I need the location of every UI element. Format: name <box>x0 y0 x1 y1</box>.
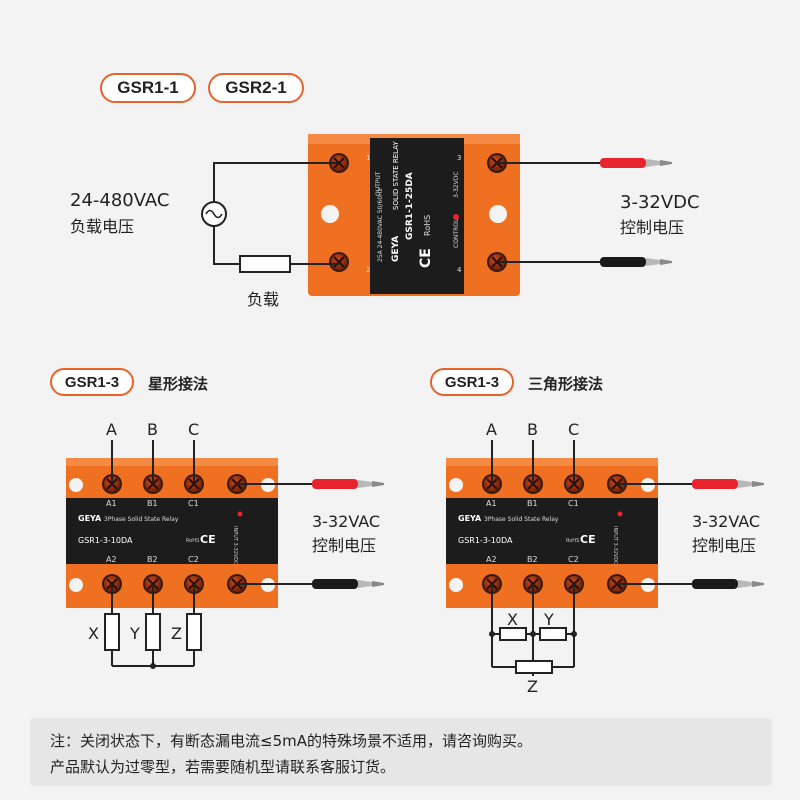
star-load-resistors <box>104 613 202 651</box>
relay-top-rotated-text: 25A 24-480VAC 50/60Hz <box>377 188 384 262</box>
star-load-z: Z <box>171 624 182 643</box>
star-relay <box>66 458 278 608</box>
delta-terminal-b2: B2 <box>527 555 538 564</box>
delta-relay-rohs: RoHS <box>566 538 580 544</box>
delta-terminal-c1: C1 <box>568 499 579 508</box>
delta-terminal-b1: B1 <box>527 499 538 508</box>
relay-output-label: OUTPUT <box>375 171 382 196</box>
delta-phase-a: A <box>486 420 497 439</box>
star-relay-model: GSR1-3-10DA <box>78 536 133 545</box>
load-voltage-label: 24-480VAC <box>70 190 170 211</box>
star-terminal-c1: C1 <box>188 499 199 508</box>
star-control-voltage-cn: 控制电压 <box>312 536 377 555</box>
red-alligator-clip <box>600 158 672 168</box>
relay-control-label: CONTROL <box>453 218 460 248</box>
delta-terminal-c2: C2 <box>568 555 579 564</box>
star-load-y: Y <box>130 624 140 643</box>
relay-rohs: RoHS <box>423 215 432 236</box>
star-terminal-a2: A2 <box>106 555 117 564</box>
star-terminal-b1: B1 <box>147 499 158 508</box>
delta-relay-input: INPUT 3-32VDC <box>612 526 618 565</box>
load-voltage-cn-label: 负载电压 <box>70 217 135 236</box>
load-circuit-wires <box>213 162 339 265</box>
star-terminal-b2: B2 <box>147 555 158 564</box>
delta-relay-ce: CE <box>580 533 596 546</box>
star-relay-ce: CE <box>200 533 216 546</box>
model-pill-star: GSR1-3 <box>50 368 134 396</box>
note-line-1: 注：关闭状态下，有断态漏电流≤5mA的特殊场景不适用，请咨询购买。 <box>50 732 532 750</box>
delta-load-z: Z <box>527 677 538 696</box>
delta-connection-title: 三角形接法 <box>528 375 604 393</box>
star-relay-title: 3Phase Solid State Relay <box>104 516 179 523</box>
single-phase-relay <box>308 134 520 296</box>
model-pill-gsr1-1: GSR1-1 <box>100 73 196 103</box>
star-wires <box>111 440 312 667</box>
control-voltage-cn-label: 控制电压 <box>620 218 685 237</box>
delta-control-voltage-cn: 控制电压 <box>692 536 757 555</box>
delta-control-voltage: 3-32VAC <box>692 512 761 531</box>
delta-relay-brand: GEYA <box>458 514 482 523</box>
delta-load-y: Y <box>544 610 554 629</box>
star-terminal-a1: A1 <box>106 499 117 508</box>
delta-terminal-a1: A1 <box>486 499 497 508</box>
delta-relay-model: GSR1-3-10DA <box>458 536 513 545</box>
ac-source-icon <box>201 201 227 227</box>
relay-control-range: 3-32VDC <box>453 171 460 198</box>
star-relay-input: INPUT 3-32VDC <box>232 526 238 565</box>
relay-title: SOLID STATE RELAY <box>392 141 400 210</box>
load-resistor <box>239 255 291 273</box>
model-pill-delta: GSR1-3 <box>430 368 514 396</box>
terminal-1: 1 <box>366 154 370 162</box>
note-line-2: 产品默认为过零型，若需要随机型请联系客服订货。 <box>50 758 396 776</box>
load-label: 负载 <box>247 290 280 309</box>
delta-relay <box>446 458 658 608</box>
star-relay-brand: GEYA <box>78 514 102 523</box>
star-relay-rohs: RoHS <box>186 538 200 544</box>
star-load-x: X <box>88 624 99 643</box>
note-box: 注：关闭状态下，有断态漏电流≤5mA的特殊场景不适用，请咨询购买。 产品默认为过… <box>30 718 772 786</box>
star-control-voltage: 3-32VAC <box>312 512 381 531</box>
relay-brand: GEYA <box>391 236 401 262</box>
control-voltage-label: 3-32VDC <box>620 192 700 213</box>
control-wires <box>497 162 600 263</box>
star-phase-c: C <box>188 420 200 439</box>
model-pill-gsr2-1: GSR2-1 <box>208 73 304 103</box>
relay-ce-mark: CE <box>418 248 434 268</box>
star-connection-title: 星形接法 <box>148 375 209 393</box>
delta-relay-title: 3Phase Solid State Relay <box>484 516 559 523</box>
terminal-4: 4 <box>457 266 462 274</box>
delta-phase-c: C <box>568 420 580 439</box>
delta-load-x: X <box>507 610 518 629</box>
black-alligator-clip <box>600 257 672 267</box>
delta-load-resistors <box>499 627 567 674</box>
delta-terminal-a2: A2 <box>486 555 497 564</box>
star-terminal-c2: C2 <box>188 555 199 564</box>
terminal-2: 2 <box>366 266 370 274</box>
terminal-3: 3 <box>457 154 461 162</box>
star-phase-b: B <box>147 420 158 439</box>
delta-phase-b: B <box>527 420 538 439</box>
star-phase-a: A <box>106 420 117 439</box>
relay-model: GSR1-1-25DA <box>405 172 415 240</box>
relay-rating: 25A 24-480VAC 50/60Hz <box>377 188 384 262</box>
